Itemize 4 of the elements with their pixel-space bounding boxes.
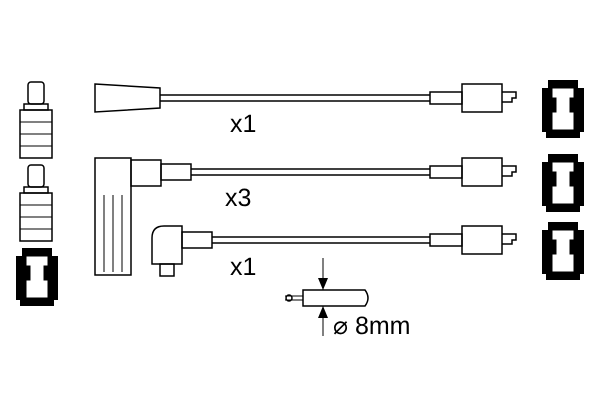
- quantity-label: x3: [225, 186, 252, 211]
- quantity-label: x1: [230, 255, 256, 280]
- dimension-label: ⌀ 8mm: [333, 314, 410, 339]
- quantity-label: x1: [230, 112, 256, 137]
